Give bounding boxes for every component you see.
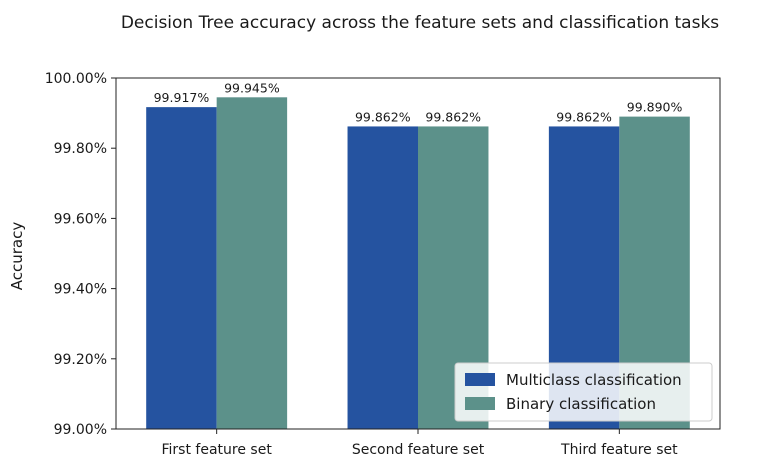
bar-value-label: 99.862%	[355, 109, 411, 124]
bar-value-label: 99.890%	[627, 100, 683, 115]
legend-label: Multiclass classification	[506, 371, 682, 389]
y-tick-label: 99.40%	[54, 282, 107, 298]
bar-value-label: 99.862%	[556, 109, 612, 124]
y-tick-label: 99.80%	[54, 141, 107, 157]
y-tick-label: 100.00%	[45, 71, 107, 87]
x-axis-ticks: First feature set Second feature set Third…	[162, 429, 678, 458]
bar-multiclass	[146, 107, 217, 430]
y-axis-ticks: 99.00% 99.20% 99.40% 99.60% 99.80% 100.00%	[45, 71, 116, 438]
y-tick-label: 99.60%	[54, 211, 107, 227]
bar-multiclass	[347, 126, 418, 430]
legend-swatch	[465, 373, 495, 386]
y-axis-label: Accuracy	[8, 222, 26, 291]
legend-swatch	[465, 397, 495, 410]
bar-value-label: 99.945%	[224, 80, 280, 95]
bar-value-label: 99.917%	[154, 90, 210, 105]
y-tick-label: 99.00%	[54, 422, 107, 438]
x-tick-label: Third feature set	[560, 442, 678, 458]
bar-binary	[216, 97, 288, 430]
legend-label: Binary classification	[506, 395, 656, 413]
y-tick-label: 99.20%	[54, 352, 107, 368]
legend-box	[454, 362, 713, 422]
x-tick-label: First feature set	[162, 442, 273, 458]
bar-value-label: 99.862%	[425, 109, 481, 124]
chart-title: Decision Tree accuracy across the featur…	[121, 13, 719, 33]
plot-frame	[115, 77, 721, 430]
x-tick-label: Second feature set	[352, 442, 485, 458]
